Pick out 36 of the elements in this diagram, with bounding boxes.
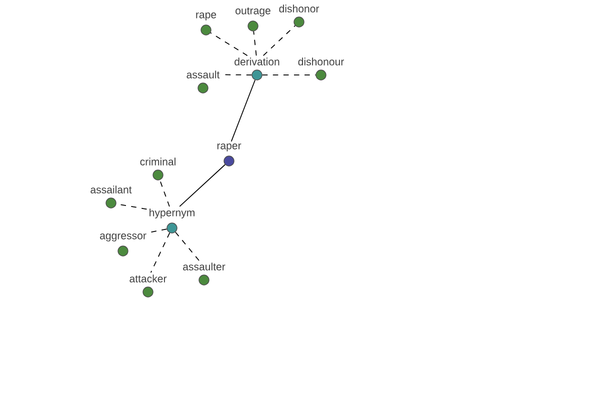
graph-node: assailant [90, 186, 132, 208]
connector-line [179, 164, 226, 207]
connector-line [253, 30, 257, 56]
node-label: raper [217, 144, 242, 152]
connector-line [210, 32, 248, 56]
node-label: dishonour [298, 58, 344, 66]
connector-line [159, 180, 170, 207]
graph-node: assaulter [183, 262, 226, 286]
node-label: assault [186, 70, 220, 78]
node-label: aggressor [100, 234, 146, 242]
graph-node: aggressor [100, 234, 146, 256]
connector-line [150, 232, 170, 273]
node-label: dishonor [279, 4, 320, 12]
connector-line [148, 228, 168, 233]
node-label: criminal [140, 158, 176, 166]
graph-node: hypernym [150, 208, 194, 234]
connector-line [174, 232, 200, 261]
graph-node: assault [186, 70, 220, 94]
node-label: rape [196, 12, 216, 20]
connector-line [262, 25, 296, 56]
node-label: outrage [236, 7, 270, 16]
graph-node: criminal [140, 158, 176, 180]
node-label: derivation [234, 58, 280, 66]
connector-line [230, 80, 256, 142]
connector-line [262, 74, 316, 76]
graph-node: attacker [130, 274, 167, 298]
node-label: assaulter [183, 262, 226, 270]
graph-node: rape [196, 12, 216, 36]
graph-node: outrage [236, 7, 270, 32]
graph-node: derivation [234, 58, 280, 80]
graph-node: raper [217, 144, 242, 166]
node-label: attacker [130, 274, 167, 282]
node-label: assailant [90, 186, 132, 194]
node-label: hypernym [150, 208, 194, 218]
graph-node: dishonor [279, 4, 320, 28]
graph-node: dishonour [298, 58, 344, 80]
